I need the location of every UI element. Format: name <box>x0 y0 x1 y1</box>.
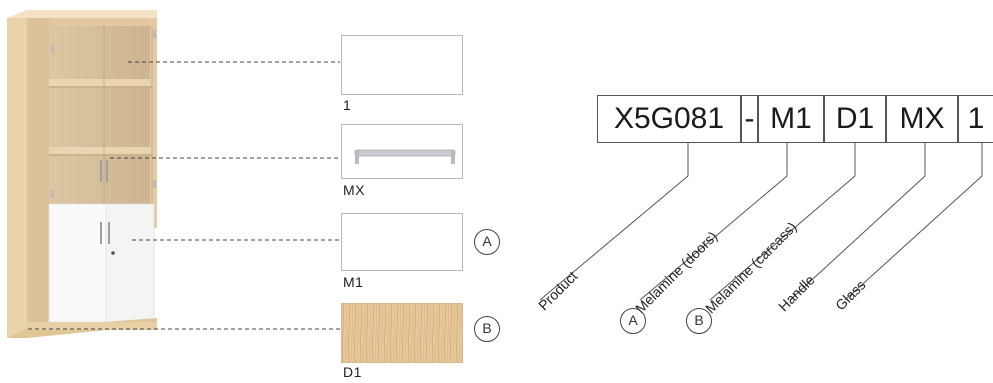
legend-badge-a: A <box>620 308 646 334</box>
code-glass: 1 <box>958 95 993 143</box>
cabinet-body <box>7 10 157 338</box>
code-doors: M1 <box>758 95 824 143</box>
badge-b: B <box>474 316 500 342</box>
legend-badge-b: B <box>686 308 712 334</box>
swatch-label-handle: MX <box>343 182 365 198</box>
swatch-doors <box>341 213 463 271</box>
code-leaders <box>539 143 983 301</box>
swatch-label-doors: M1 <box>343 274 364 290</box>
swatch-label-glass: 1 <box>343 97 352 113</box>
swatch-glass <box>341 35 463 95</box>
code-handle: MX <box>886 95 958 143</box>
code-product: X5G081 <box>597 95 741 143</box>
swatch-label-carcass: D1 <box>343 364 362 380</box>
code-carcass: D1 <box>824 95 886 143</box>
swatch-handle <box>341 124 463 179</box>
handle-swatch-image <box>354 149 456 164</box>
code-separator: - <box>741 95 758 143</box>
badge-a: A <box>474 229 500 255</box>
oak-swatch-fill <box>341 303 463 363</box>
swatch-carcass <box>341 303 463 363</box>
